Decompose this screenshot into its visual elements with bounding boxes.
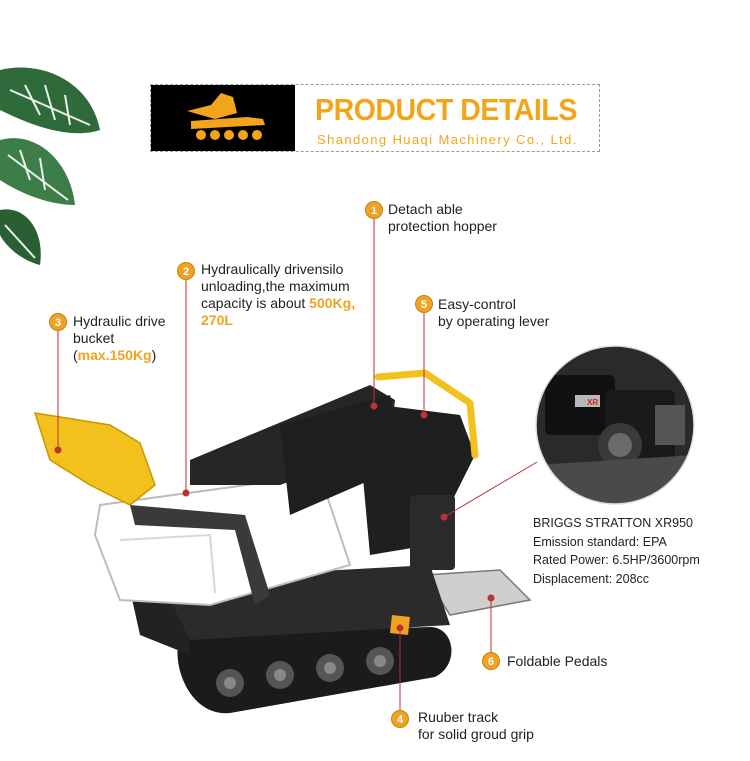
engine-model: BRIGGS STRATTON XR950 [533,516,693,530]
callout-6-label: Foldable Pedals [507,653,608,669]
company-name: Shandong Huaqi Machinery Co., Ltd. [317,132,578,147]
callout-number-4: 4 [391,710,409,728]
callout-number-5: 5 [415,295,433,313]
callout-number-3: 3 [49,313,67,331]
tracked-dumper-illustration [33,369,532,714]
emission-standard: Emission standard: EPA [533,534,667,549]
callout-2-label: Hydraulically drivensilo unloading,the m… [201,261,356,328]
bucket-capacity: max.150Kg [77,347,152,363]
company-logo [151,85,295,151]
capacity-weight: 500Kg [309,295,352,311]
callout-number-6: 6 [482,652,500,670]
leaf-decoration [0,67,100,265]
callout-number-1: 1 [365,201,383,219]
page-title: PRODUCT DETAILS [315,92,577,127]
callout-5-label: Easy-control by operating lever [438,296,550,329]
hydraulic-bucket [33,412,156,506]
callout-4-label: Ruuber track for solid groud grip [418,709,534,742]
engine-spec-list: BRIGGS STRATTON XR950 Emission standard:… [533,514,700,588]
capacity-volume: 270L [201,312,233,328]
displacement: Displacement: 208cc [533,571,650,586]
operating-lever [374,369,479,459]
rated-power: Rated Power: 6.5HP/3600rpm [533,553,700,567]
header-banner: PRODUCT DETAILS Shandong Huaqi Machinery… [150,84,600,152]
callout-1-label: Detach able protection hopper [388,201,497,234]
engine-brand-mark: XR [587,398,598,407]
callout-number-2: 2 [177,262,195,280]
engine-closeup: XR [535,345,695,505]
callout-3-label: Hydraulic drive bucket (max.150Kg) [73,313,166,363]
